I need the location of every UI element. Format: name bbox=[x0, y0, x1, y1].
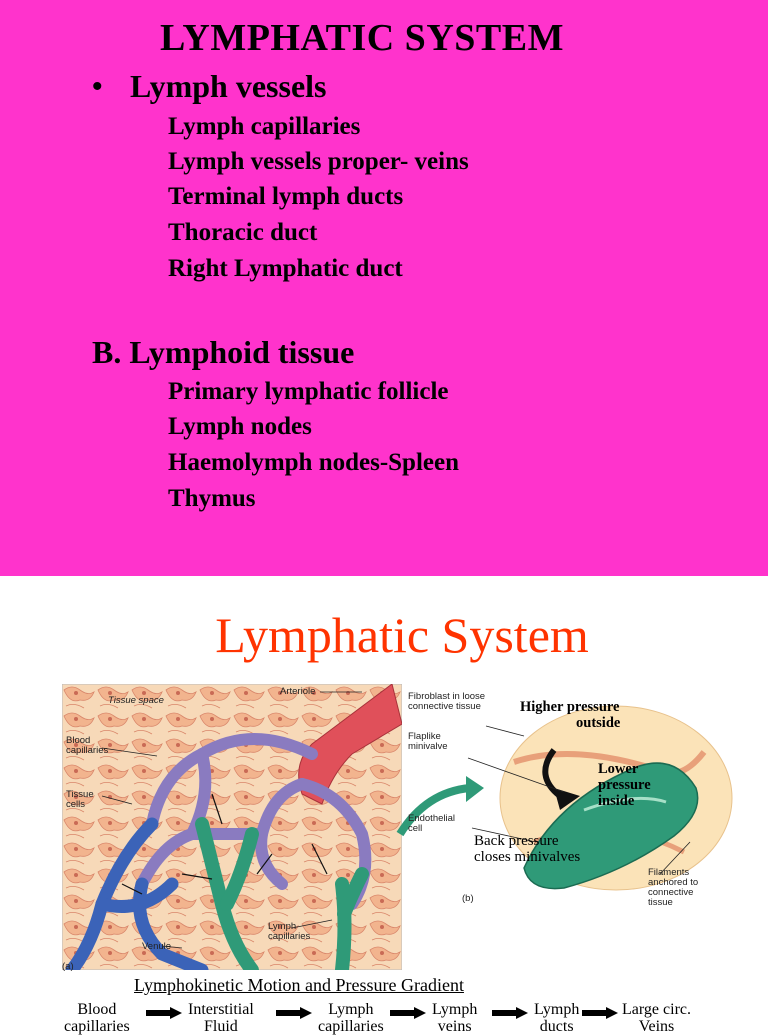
panel-label-a: (a) bbox=[62, 961, 74, 972]
flow-step-label: Lymph bbox=[328, 1001, 374, 1018]
label-tissue-cells: cells bbox=[66, 799, 86, 810]
flow-step-label: Lymph bbox=[534, 1001, 580, 1018]
callout-back-pressure: Back pressure bbox=[474, 833, 559, 849]
capillary-bed-drawing bbox=[62, 684, 402, 970]
slide-lymphatic-diagram: Lymphatic System bbox=[0, 576, 768, 1035]
flow-step: Interstitial Fluid bbox=[188, 1001, 254, 1035]
list-item: Primary lymphatic follicle bbox=[168, 378, 449, 405]
list-item: Terminal lymph ducts bbox=[168, 183, 404, 210]
label-venule: Venule bbox=[142, 941, 172, 952]
minivalve-drawing bbox=[467, 705, 733, 891]
label-flaplike-minivalve: minivalve bbox=[408, 741, 448, 752]
flow-step: Lymph capillaries bbox=[318, 1001, 384, 1035]
list-item: Haemolymph nodes-Spleen bbox=[168, 449, 460, 476]
flow-step: Lymph ducts bbox=[534, 1001, 579, 1035]
slide-lymphatic-outline: LYMPHATIC SYSTEM • Lymph vessels Lymph c… bbox=[0, 0, 768, 576]
callout-higher-pressure: outside bbox=[576, 715, 621, 731]
label-filaments: tissue bbox=[648, 897, 673, 908]
section-b-heading: B. Lymphoid tissue bbox=[92, 334, 355, 370]
magnify-arrow-icon bbox=[396, 776, 484, 837]
callout-lower-pressure: pressure bbox=[598, 777, 651, 793]
slide2-title: Lymphatic System bbox=[215, 607, 589, 663]
list-item: Lymph capillaries bbox=[168, 113, 361, 140]
callout-lower-pressure: inside bbox=[598, 793, 635, 809]
flow-step: Lymph veins bbox=[432, 1001, 477, 1035]
list-item: Right Lymphatic duct bbox=[168, 255, 403, 282]
arrow-right-icon bbox=[146, 1007, 182, 1019]
callout-lower-pressure: Lower bbox=[598, 761, 639, 777]
label-arteriole: Arteriole bbox=[280, 686, 316, 697]
flow-step: Large circ. Veins bbox=[622, 1001, 691, 1035]
list-item: Lymph nodes bbox=[168, 413, 312, 440]
flow-step-label: capillaries bbox=[318, 1018, 384, 1035]
arrow-right-icon bbox=[492, 1007, 528, 1019]
label-filaments: connective bbox=[648, 887, 694, 898]
flow-title: Lymphokinetic Motion and Pressure Gradie… bbox=[134, 975, 464, 995]
tissue-capillary-illustration: Tissue space Arteriole Blood capillaries… bbox=[62, 684, 402, 972]
label-lymph-capillaries: capillaries bbox=[268, 931, 311, 942]
label-flaplike-minivalve: Flaplike bbox=[408, 731, 441, 742]
label-blood-capillaries: capillaries bbox=[66, 745, 109, 756]
label-tissue-cells: Tissue bbox=[66, 789, 94, 800]
label-blood-capillaries: Blood bbox=[66, 735, 91, 746]
list-item: Lymph vessels proper- veins bbox=[168, 148, 469, 175]
label-filaments: anchored to bbox=[648, 877, 699, 888]
flow-step-label: veins bbox=[437, 1018, 472, 1035]
callout-higher-pressure: Higher pressure bbox=[520, 699, 620, 715]
flow-step-label: Blood bbox=[77, 1001, 117, 1018]
section-a-heading: Lymph vessels bbox=[130, 68, 327, 104]
flow-step: Blood capillaries bbox=[64, 1001, 130, 1035]
callout-back-pressure: closes minivalves bbox=[474, 849, 581, 865]
label-lymph-capillaries: Lymph bbox=[268, 921, 297, 932]
label-fibroblast: connective tissue bbox=[408, 701, 481, 712]
arrow-right-icon bbox=[276, 1007, 312, 1019]
flow-step-label: Veins bbox=[638, 1018, 675, 1035]
arrow-right-icon bbox=[582, 1007, 618, 1019]
slide1-title: LYMPHATIC SYSTEM bbox=[160, 17, 564, 59]
list-item: Thymus bbox=[168, 485, 256, 512]
label-endothelial-cell: Endothelial bbox=[408, 813, 456, 824]
flow-step-label: capillaries bbox=[64, 1018, 130, 1035]
flow-step-label: Fluid bbox=[203, 1018, 238, 1035]
list-item: Thoracic duct bbox=[168, 219, 318, 246]
flow-step-label: ducts bbox=[539, 1018, 574, 1035]
label-endothelial-cell: cell bbox=[408, 823, 423, 834]
label-filaments: Filaments bbox=[648, 867, 690, 878]
label-fibroblast: Fibroblast in loose bbox=[408, 691, 486, 702]
bullet-icon: • bbox=[92, 70, 103, 103]
flow-step-label: Lymph bbox=[432, 1001, 478, 1018]
minivalve-illustration: Fibroblast in loose connective tissue Fl… bbox=[404, 692, 744, 942]
label-tissue-space: Tissue space bbox=[108, 695, 164, 706]
flow-step-label: Large circ. bbox=[622, 1001, 691, 1018]
arrow-right-icon bbox=[390, 1007, 426, 1019]
panel-label-b: (b) bbox=[462, 893, 474, 904]
flow-step-label: Interstitial bbox=[188, 1001, 254, 1018]
